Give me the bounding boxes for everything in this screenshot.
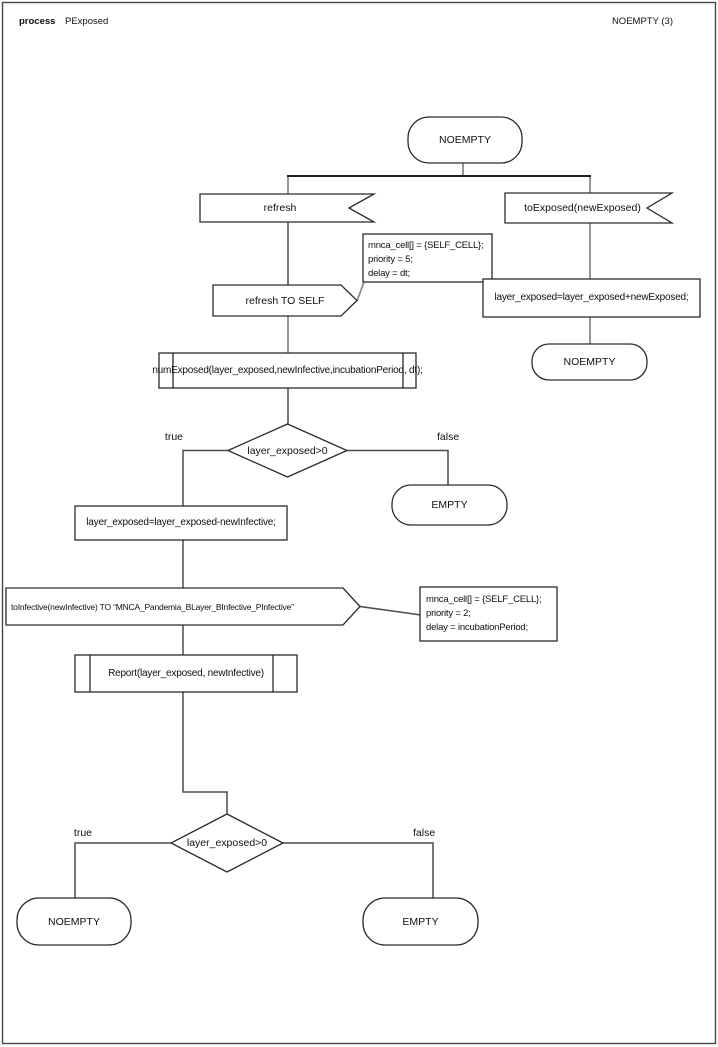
process-sub-infective-shape <box>74 505 288 541</box>
terminator-empty-mid <box>391 484 508 526</box>
decision2-diamond <box>169 813 285 873</box>
label-decision1: layer_exposed>0 <box>247 444 328 457</box>
connector-branch-true1 <box>182 449 228 507</box>
label-d1-false: false <box>437 430 460 443</box>
label-empty-end: EMPTY <box>402 915 439 928</box>
decision1-diamond <box>226 423 349 478</box>
subprocess-numexposed-shape <box>158 352 417 389</box>
header-process-name: PExposed <box>65 16 109 27</box>
label-note-incubation: mnca_cell[] = {SELF_CELL}; priority = 2;… <box>426 594 542 633</box>
label-d1-true: true <box>164 430 183 443</box>
header-state-ref: NOEMPTY (3) <box>611 16 673 27</box>
connector-branch-false1 <box>347 449 449 486</box>
label-send-toinfective: toInfective(newInfective) TO “MNCA_Pande… <box>11 601 294 612</box>
label-report-call: Report(layer_exposed, newInfective) <box>108 667 264 679</box>
send-toinfective-shape <box>5 587 361 626</box>
connector-group-dark <box>74 222 449 899</box>
label-receive-refresh: refresh <box>263 202 297 214</box>
receive-toexposed-shape <box>504 192 675 224</box>
label-noempty-mid: NOEMPTY <box>563 356 616 368</box>
header-type-label: process <box>19 16 56 27</box>
process-add-exposed-shape <box>482 278 701 318</box>
terminator-noempty-end <box>16 897 132 946</box>
connector-note2 <box>359 605 422 616</box>
note-box-dt <box>362 233 493 283</box>
send-refresh-self-shape <box>212 284 358 317</box>
connector-branch-true2 <box>74 842 171 899</box>
label-numexposed-call: numExposed(layer_exposed,newInfective,in… <box>152 364 423 376</box>
terminator-start-noempty <box>407 116 523 164</box>
terminator-noempty-mid <box>531 343 648 381</box>
terminator-empty-end <box>362 897 479 946</box>
note-box-incubation <box>419 586 558 642</box>
connector-group-gray <box>287 163 591 354</box>
label-d2-true: true <box>73 826 92 839</box>
label-start-noempty: NOEMPTY <box>439 134 491 146</box>
receive-refresh-shape <box>199 193 377 223</box>
label-add-exposed: layer_exposed=layer_exposed+newExposed; <box>494 292 689 303</box>
label-send-refresh-self: refresh TO SELF <box>245 294 325 307</box>
label-empty-mid: EMPTY <box>431 499 468 511</box>
connector-branch-false2 <box>283 842 434 899</box>
label-sub-infective: layer_exposed=layer_exposed-newInfective… <box>86 517 276 528</box>
subprocess-report-shape <box>74 654 298 693</box>
connector-report-to-decision <box>182 692 228 816</box>
label-decision2: layer_exposed>0 <box>186 837 268 849</box>
connector <box>356 281 365 302</box>
label-noempty-end: NOEMPTY <box>48 915 100 928</box>
label-note-dt: mnca_cell[] = {SELF_CELL}; priority = 5;… <box>368 240 484 279</box>
label-receive-toexposed: toExposed(newExposed) <box>524 202 641 214</box>
label-d2-false: false <box>413 826 436 839</box>
